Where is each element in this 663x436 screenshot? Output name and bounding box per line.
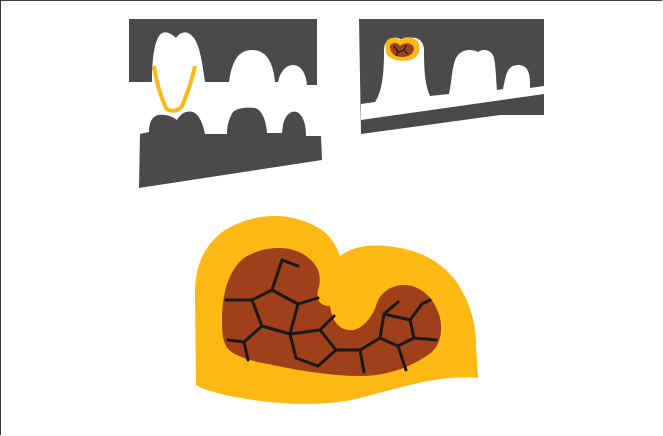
left-crown-outline [154,66,195,111]
panel-enlarged [195,216,478,404]
left-lower-jaw [139,108,322,188]
panel-right [359,19,544,134]
panel-left [129,19,322,188]
